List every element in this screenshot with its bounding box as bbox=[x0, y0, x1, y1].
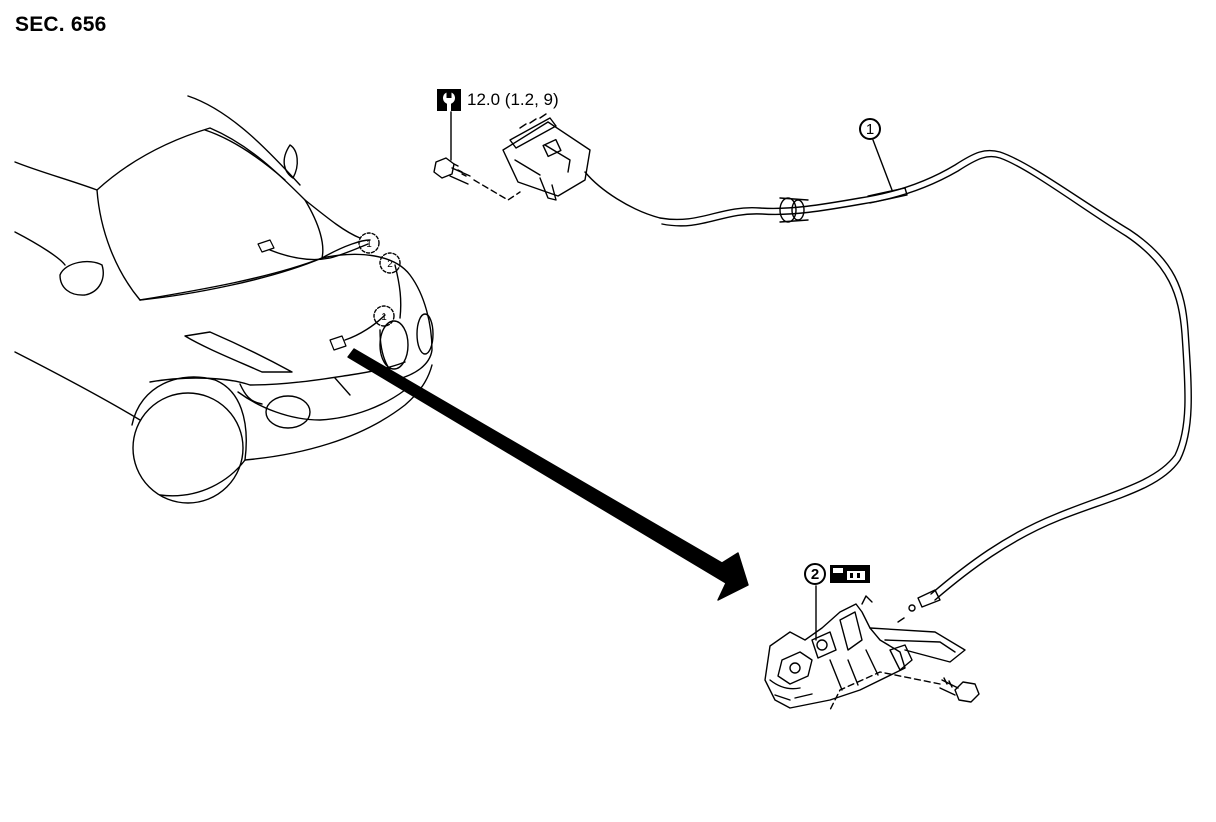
callout-1: 1 bbox=[859, 118, 881, 140]
vehicle-front-illustration bbox=[14, 95, 434, 504]
grease-lubrication-icon bbox=[830, 565, 870, 583]
torque-spec: 12.0 (1.2, 9) bbox=[437, 88, 559, 112]
lock-bolt bbox=[939, 677, 980, 703]
hood-lock-assembly bbox=[764, 595, 966, 709]
torque-value: 12.0 (1.2, 9) bbox=[467, 90, 559, 109]
callout-2: 2 bbox=[804, 563, 826, 585]
detail-pointer-arrow bbox=[347, 348, 749, 601]
torque-wrench-icon bbox=[437, 89, 461, 111]
hood-lock-handle bbox=[502, 113, 661, 219]
handle-bolt bbox=[433, 157, 471, 185]
section-label: SEC. 656 bbox=[15, 13, 107, 36]
hood-lock-control-cable bbox=[659, 149, 1192, 623]
